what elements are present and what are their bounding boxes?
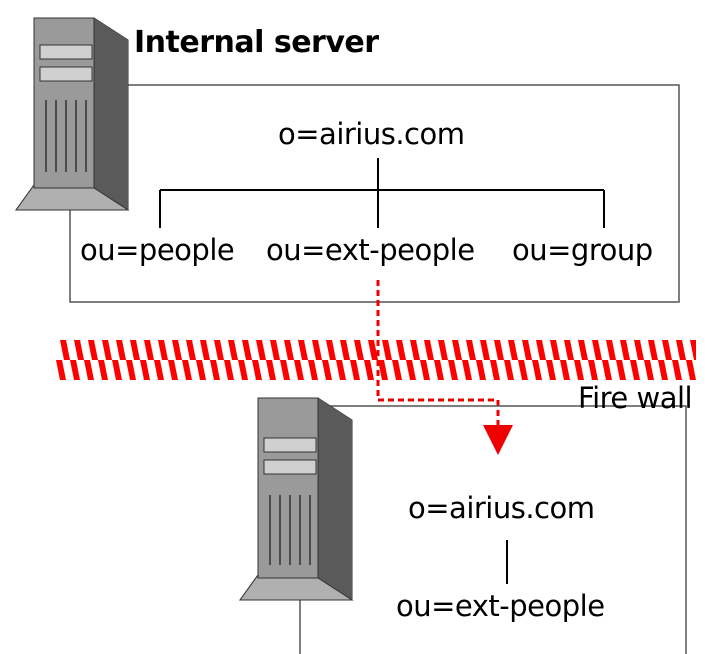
- external-child-ext-people: ou=ext-people: [396, 589, 605, 623]
- external-root-label: o=airius.com: [408, 491, 595, 525]
- firewall-label: Fire wall: [578, 381, 693, 415]
- firewall-band: [56, 340, 696, 380]
- internal-server-title: Internal server: [134, 25, 379, 60]
- internal-tree-lines: [159, 158, 605, 228]
- internal-root-label: o=airius.com: [278, 117, 465, 151]
- internal-server-icon: [15, 17, 130, 211]
- internal-child-group: ou=group: [512, 233, 653, 267]
- external-server-icon: [239, 397, 354, 601]
- internal-child-ext-people: ou=ext-people: [266, 233, 475, 267]
- internal-child-people: ou=people: [80, 233, 235, 267]
- replication-arrow: [376, 280, 513, 455]
